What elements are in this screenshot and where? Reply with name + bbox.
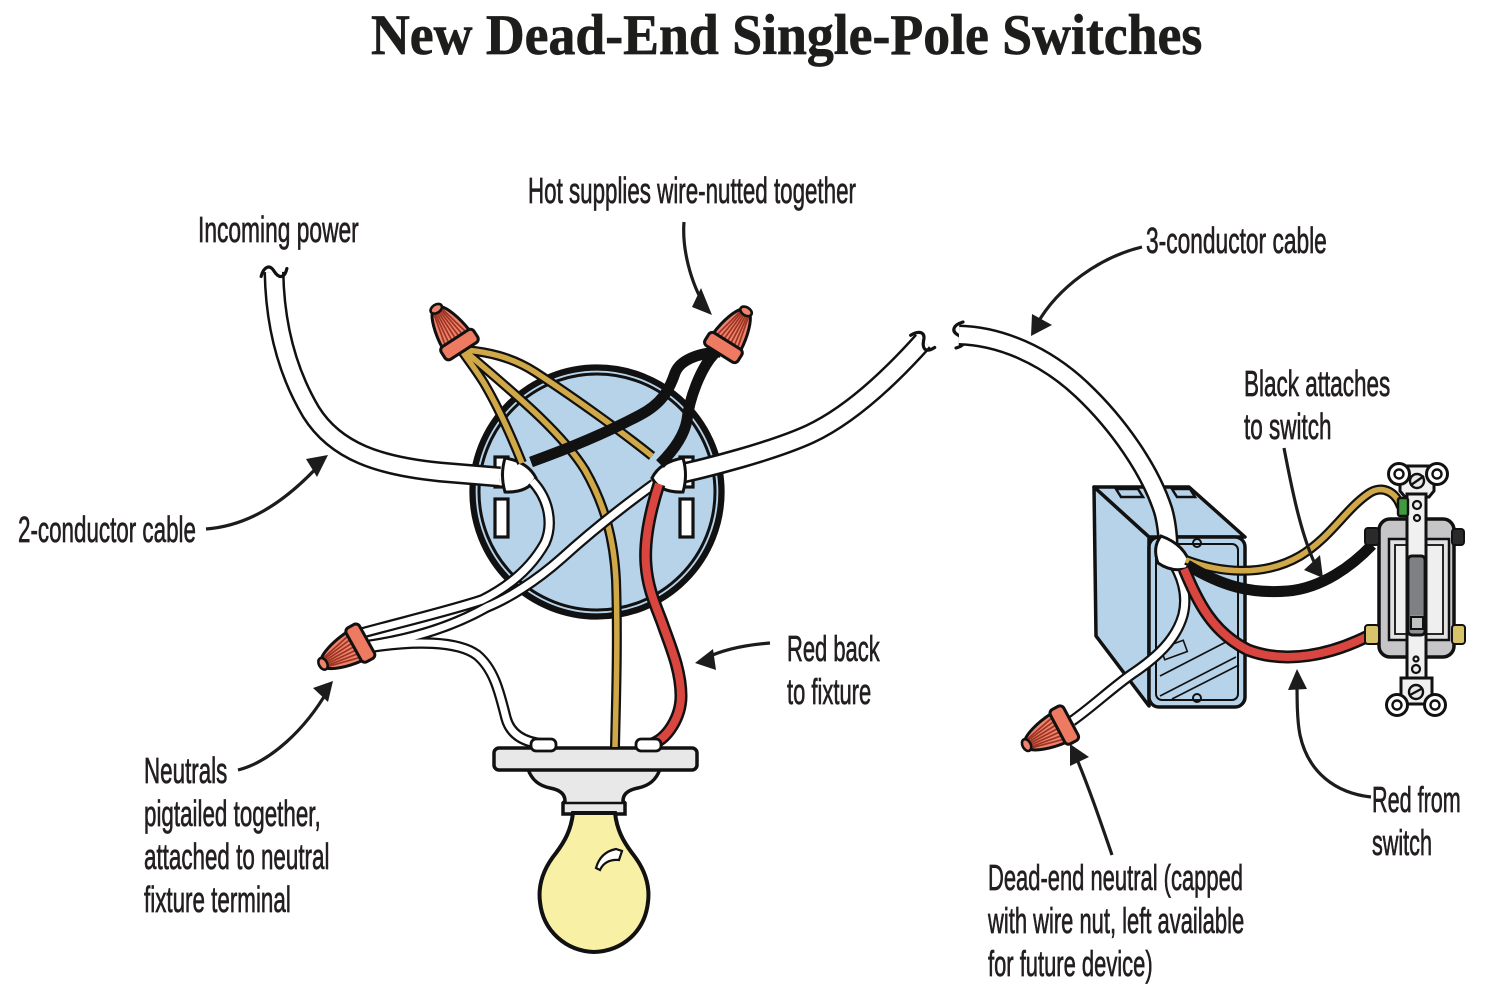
svg-text:for future device): for future device) (988, 945, 1153, 985)
svg-text:Dead-end neutral (capped: Dead-end neutral (capped (988, 859, 1243, 899)
svg-text:Red from: Red from (1372, 780, 1461, 820)
svg-text:Neutrals: Neutrals (144, 752, 227, 792)
svg-text:with wire nut, left available: with wire nut, left available (987, 902, 1244, 942)
svg-text:Hot supplies wire-nutted toget: Hot supplies wire-nutted together (528, 172, 856, 212)
svg-text:3-conductor cable: 3-conductor cable (1146, 222, 1327, 261)
svg-text:switch: switch (1372, 823, 1432, 863)
svg-text:Incoming power: Incoming power (198, 211, 359, 250)
svg-text:2-conductor cable: 2-conductor cable (18, 511, 196, 551)
svg-text:attached to neutral: attached to neutral (144, 838, 329, 878)
svg-text:to fixture: to fixture (787, 673, 871, 713)
svg-text:pigtailed together,: pigtailed together, (144, 795, 321, 835)
svg-text:Red back: Red back (787, 630, 880, 670)
svg-text:to switch: to switch (1244, 408, 1331, 448)
svg-text:New Dead-End Single-Pole Switc: New Dead-End Single-Pole Switches (371, 4, 1202, 67)
svg-text:Black attaches: Black attaches (1244, 365, 1390, 405)
svg-text:fixture terminal: fixture terminal (144, 881, 291, 921)
